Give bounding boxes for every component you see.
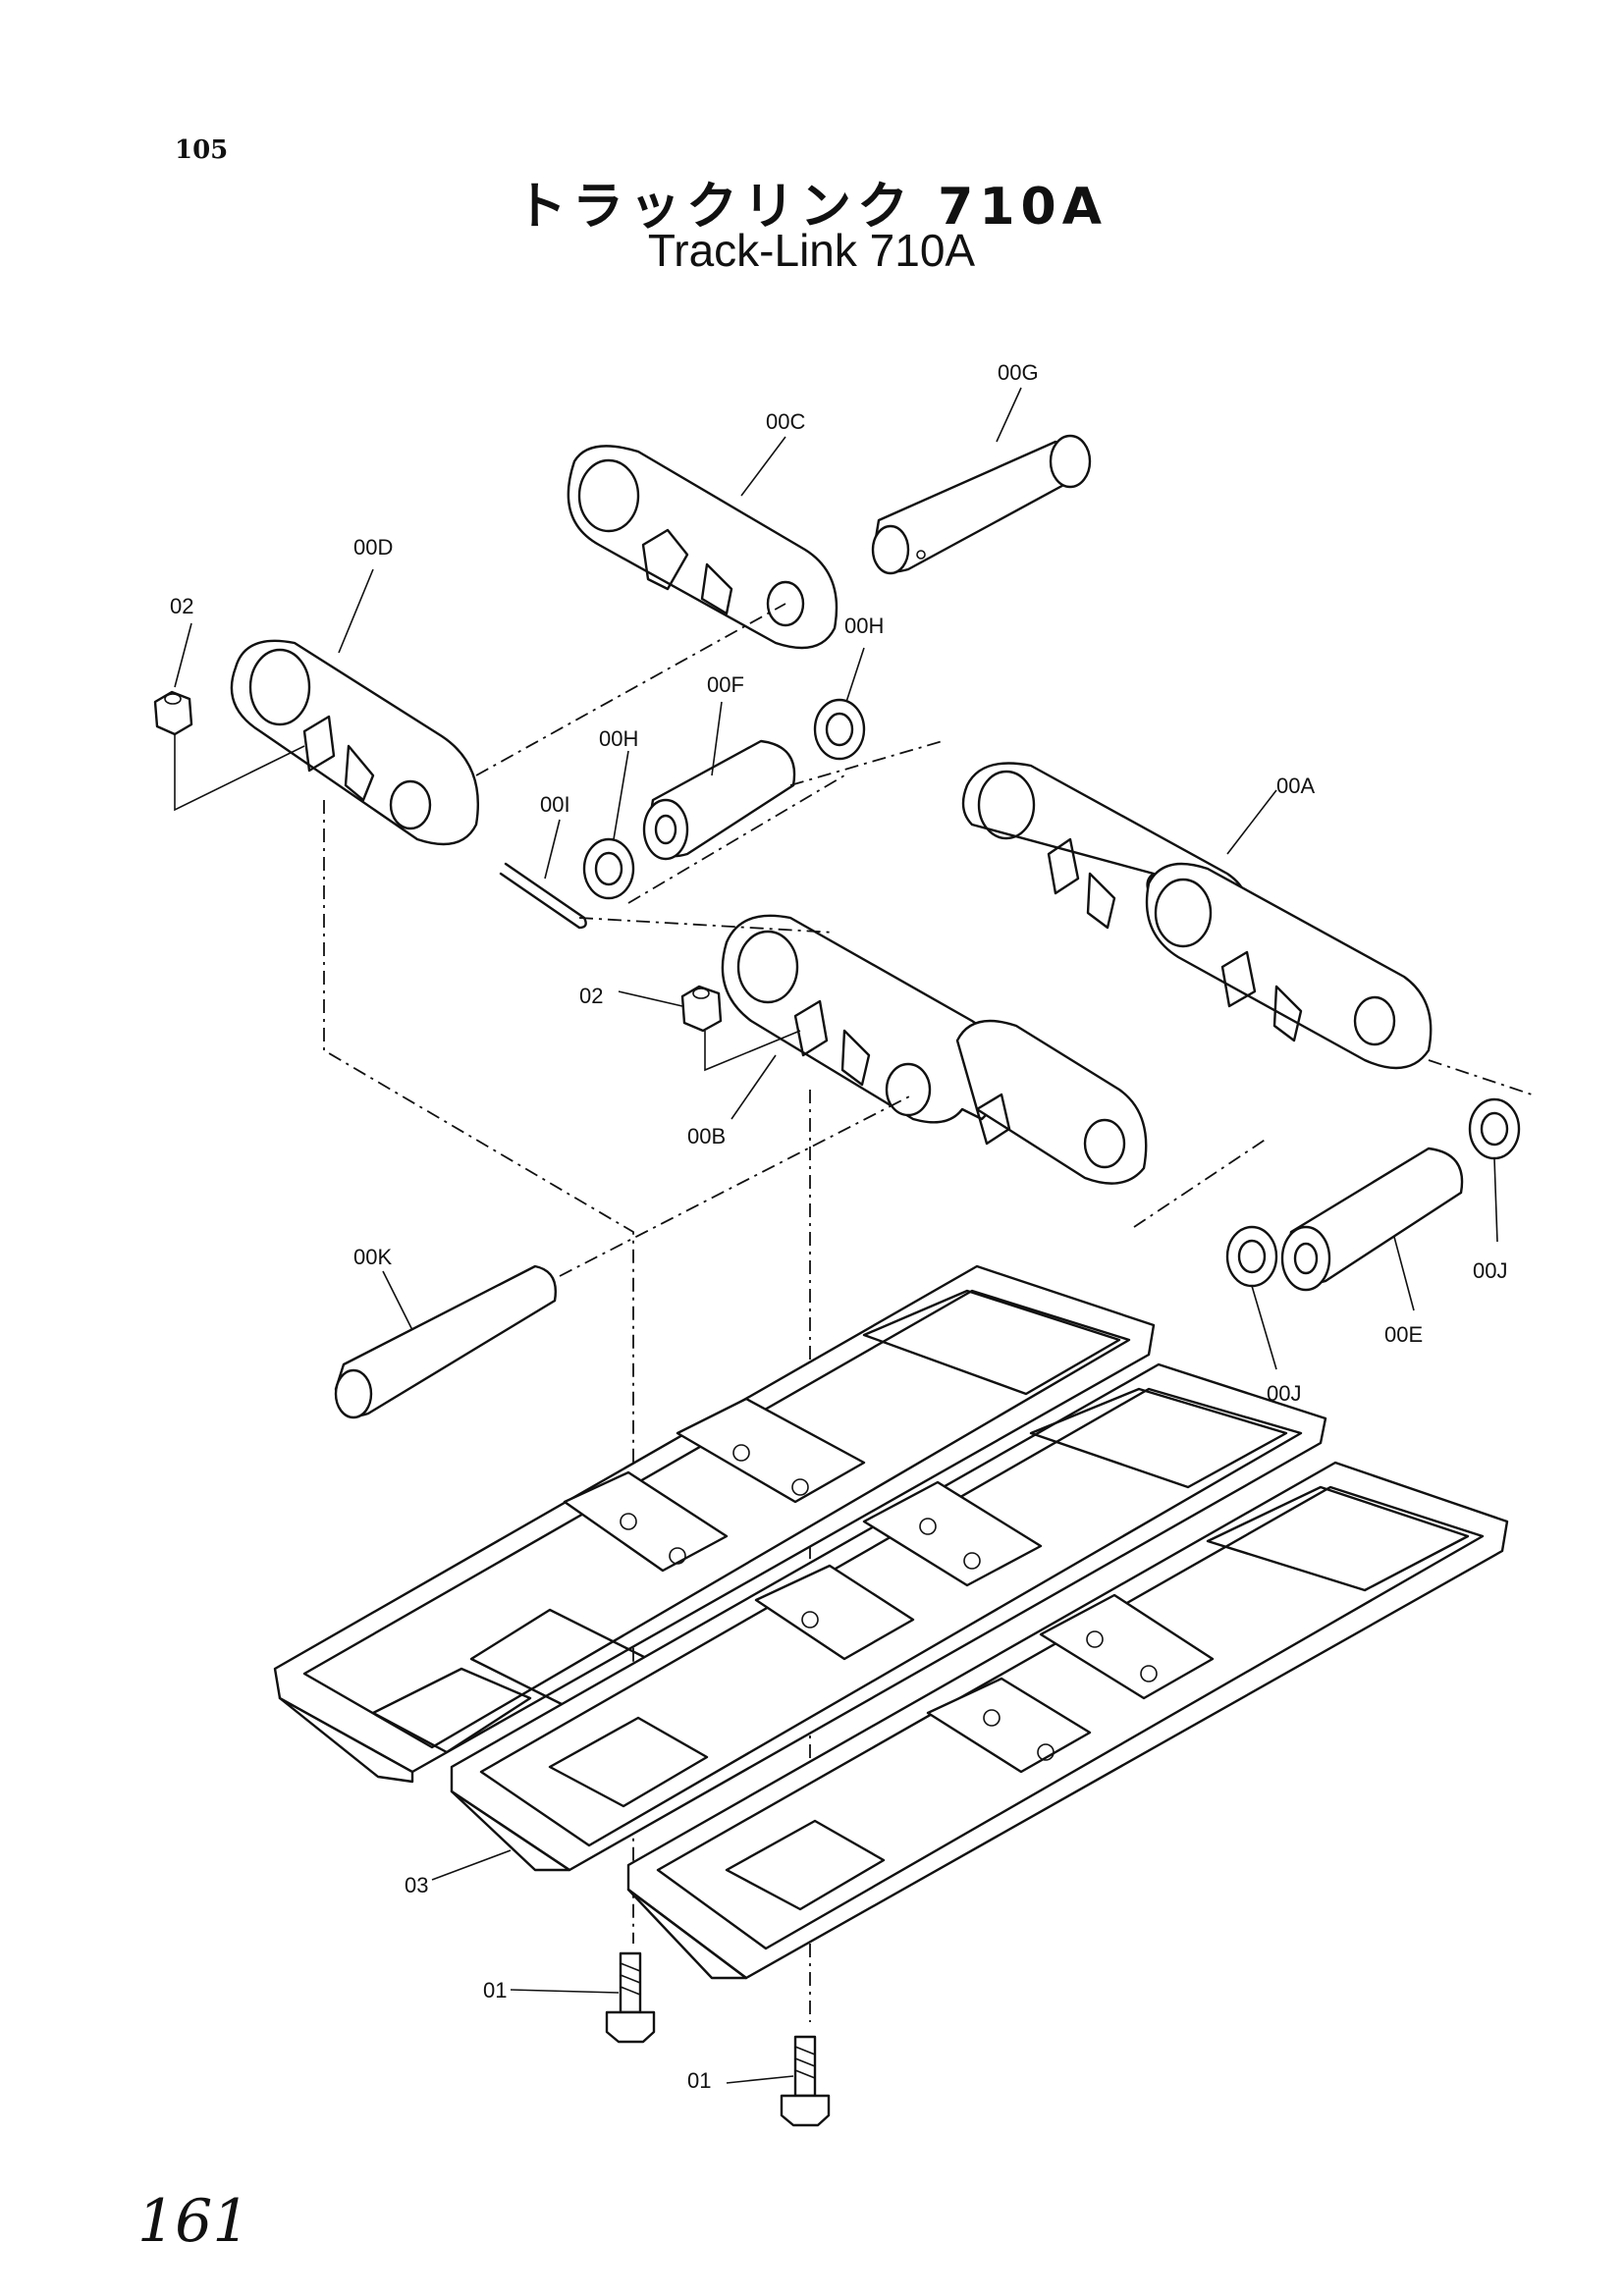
track-link-00b <box>721 914 1148 1185</box>
spring-pin-00i <box>499 862 587 930</box>
bushing-00f <box>642 739 796 861</box>
label-00e: 00E <box>1384 1322 1423 1347</box>
label-00c: 00C <box>766 409 805 434</box>
handwritten-page-number: 161 <box>137 2187 250 2256</box>
nut-02-top <box>153 690 193 736</box>
label-02-top: 02 <box>170 594 193 618</box>
track-link-00d <box>230 639 480 846</box>
nut-02-mid <box>680 985 723 1033</box>
bolt-01-right <box>780 2035 831 2127</box>
label-00k: 00K <box>353 1245 392 1269</box>
label-00f: 00F <box>707 672 744 697</box>
track-link-00c <box>567 445 839 650</box>
label-00d: 00D <box>353 535 393 560</box>
title-japanese: トラックリンク 710A <box>515 178 1108 237</box>
title-english: Track-Link 710A <box>647 225 976 276</box>
callout-labels: 00G 00C 00D 02 00H 00F 00H 00I 00A 02 00… <box>170 360 1507 2093</box>
pin-00k <box>334 1264 557 1419</box>
label-00h-left: 00H <box>599 726 638 751</box>
seal-00h-left <box>582 837 635 900</box>
pin-00g <box>871 434 1092 575</box>
bolt-01-left <box>605 1951 656 2044</box>
page-number: 105 <box>175 135 229 165</box>
label-00j-left: 00J <box>1267 1381 1301 1406</box>
seal-00h-right <box>813 698 866 761</box>
seal-00j-left <box>1225 1225 1278 1288</box>
seal-00j-right <box>1468 1097 1521 1160</box>
label-03: 03 <box>405 1873 428 1897</box>
track-link-00a <box>961 762 1433 1070</box>
label-00a: 00A <box>1276 774 1315 798</box>
label-00i: 00I <box>540 792 570 817</box>
label-00h-right: 00H <box>844 614 884 638</box>
label-01-left: 01 <box>483 1978 507 2002</box>
label-00j-right: 00J <box>1473 1258 1507 1283</box>
leader-lines <box>174 387 1498 2084</box>
label-01-right: 01 <box>687 2068 711 2093</box>
label-00b: 00B <box>687 1124 726 1148</box>
label-00g: 00G <box>998 360 1039 385</box>
track-shoe-03 <box>273 1264 1509 1980</box>
label-02-mid: 02 <box>579 984 603 1008</box>
bushing-00e <box>1280 1147 1464 1292</box>
